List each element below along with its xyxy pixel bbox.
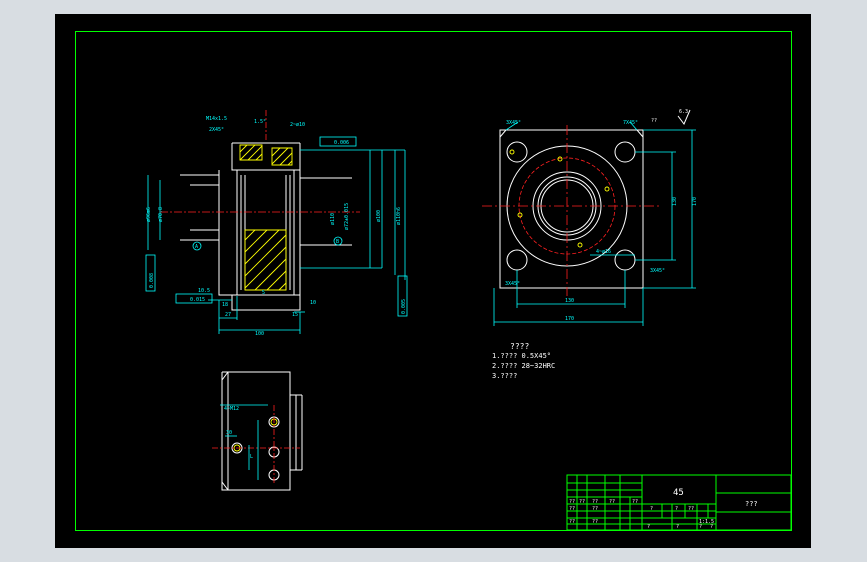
- tb-cell-9: ??: [592, 519, 598, 525]
- label-dim-r3: ø100: [376, 210, 382, 222]
- left-view-labels: M14x1.5 2X45° 0.006 B A 2~ø10 1.5° ø96m6…: [146, 116, 407, 337]
- label-tol-frame-3: 0.015: [190, 297, 205, 303]
- label-tol-frame-2: 0.008: [149, 273, 155, 288]
- tb-cell-6: ??: [569, 506, 575, 512]
- label-dim-b6: 10: [310, 300, 316, 306]
- tb-cell-1: ??: [569, 499, 575, 505]
- notes-title: ????: [510, 342, 529, 351]
- tb-cell-15: ?: [676, 524, 679, 530]
- label-dim-r1: ø110: [330, 213, 336, 225]
- label-dim-top-2: 1.5°: [254, 119, 266, 125]
- label-section-dim-2: L: [250, 454, 253, 460]
- label-dim-left-1: ø96m6: [146, 207, 152, 222]
- label-dim-r4: ø110h6: [396, 207, 402, 225]
- scale-label: ???: [745, 500, 758, 508]
- tb-cell-10: ?: [650, 506, 653, 512]
- tb-cell-13: 1:1.5: [699, 519, 714, 525]
- label-dim-left-2: ø70.8: [158, 207, 164, 222]
- label-dim-b5: 15: [292, 312, 298, 318]
- label-holes: 4~ø16: [596, 249, 611, 255]
- label-roughness-symbol: ??: [651, 118, 657, 124]
- material-label: 45: [673, 488, 684, 498]
- tb-cell-14: ?: [647, 524, 650, 530]
- tb-cell-2: ??: [579, 499, 585, 505]
- label-dim-outer-w: 170: [565, 316, 574, 322]
- front-view-labels: ?? 6.3 3X45° 7X45° 3X45° 3X45° 4~ø16 130…: [505, 109, 698, 322]
- tb-cell-7: ??: [592, 506, 598, 512]
- drawing-border: [75, 31, 792, 531]
- label-dim-outer-h: 170: [692, 197, 698, 206]
- label-thread: M14x1.5: [206, 116, 227, 122]
- tb-cell-8: ??: [569, 519, 575, 525]
- title-block: 45 ??? ?? ?? ?? ?? ?? ?? ?? ?? ?? ? ? ??…: [566, 474, 792, 531]
- tb-cell-11: ?: [675, 506, 678, 512]
- tb-cell-5: ??: [632, 499, 638, 505]
- label-dim-top-1: 2~ø10: [290, 122, 305, 128]
- label-chamfer-br: 3X45°: [650, 268, 665, 274]
- label-chamfer-bl: 3X45°: [505, 281, 520, 287]
- tb-cell-16: ?: [699, 524, 702, 530]
- label-section-thread: 4~M12: [224, 406, 239, 412]
- note-1: 1.???? 0.5X45°: [492, 352, 551, 360]
- technical-notes: ???? 1.???? 0.5X45° 2.???? 28~32HRC 3.??…: [492, 342, 555, 380]
- label-dim-b2: 18: [222, 302, 228, 308]
- label-chamfer-top: 2X45°: [209, 127, 224, 133]
- label-dim-b7: 100: [255, 331, 264, 337]
- label-roughness-value: 6.3: [679, 109, 688, 115]
- label-dim-b1: 10.5: [198, 288, 210, 294]
- label-dim-b3: 27: [225, 312, 231, 318]
- drawing-canvas: [55, 14, 811, 548]
- label-tol-frame-4: 0.005: [401, 299, 407, 314]
- section-view-labels: 4~M12 30 L: [224, 406, 253, 460]
- label-datum-b: B: [336, 239, 339, 245]
- tb-cell-17: ?: [710, 524, 713, 530]
- label-dim-b4: 5: [262, 290, 265, 296]
- bottom-section-view: [212, 371, 303, 491]
- note-2: 2.???? 28~32HRC: [492, 362, 555, 370]
- tb-cell-4: ??: [609, 499, 615, 505]
- note-3: 3.????: [492, 372, 517, 380]
- tb-cell-12: ??: [688, 506, 694, 512]
- left-section-view: [145, 110, 408, 334]
- label-dim-inner-w: 130: [565, 298, 574, 304]
- label-datum-a: A: [195, 244, 198, 250]
- label-dim-r2: ø72±0.015: [344, 203, 350, 230]
- label-chamfer-tr: 7X45°: [623, 120, 638, 126]
- label-dim-inner-h: 130: [672, 197, 678, 206]
- label-tol-frame-1: 0.006: [334, 140, 349, 146]
- label-chamfer-tl: 3X45°: [506, 120, 521, 126]
- front-flange-view: [482, 109, 696, 326]
- label-section-dim-1: 30: [226, 430, 232, 436]
- tb-cell-3: ??: [592, 499, 598, 505]
